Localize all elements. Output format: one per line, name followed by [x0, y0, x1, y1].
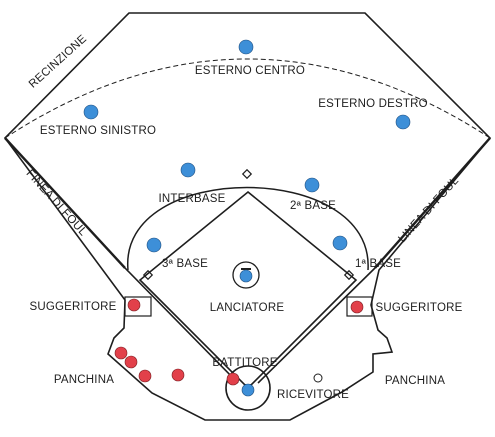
label-right-field: ESTERNO DESTRO: [318, 98, 428, 110]
fielder-center-field: [238, 39, 254, 55]
fielder-pitcher: [239, 269, 253, 283]
coach-left-dot: [127, 298, 141, 312]
first-base: [343, 269, 355, 281]
label-pitcher: LANCIATORE: [210, 302, 285, 314]
second-base: [241, 168, 253, 180]
outfield-fence-arc: [4, 58, 491, 139]
fielder-catcher: [241, 383, 255, 397]
pitcher-rubber: [241, 268, 251, 270]
foul-line-right-stroke: [257, 267, 376, 384]
infield-arc: [127, 186, 369, 271]
bench-player-2: [124, 355, 138, 369]
bench-player-1: [114, 346, 128, 360]
label-first-base: 1ª BASE: [355, 258, 401, 270]
label-shortstop: INTERBASE: [159, 193, 226, 205]
on-deck-marker: [313, 373, 323, 383]
label-bench-right: PANCHINA: [385, 375, 445, 387]
outfield-line-right: [374, 137, 491, 269]
fielder-right-field: [395, 114, 411, 130]
fielder-third-base: [146, 237, 162, 253]
coach-right-dot: [350, 300, 364, 314]
fielder-left-field: [83, 104, 99, 120]
label-second-base: 2ª BASE: [290, 200, 336, 212]
outfield-line-left: [4, 137, 126, 269]
label-foul-line-right: LINEA DI FOUL: [396, 175, 461, 246]
fielder-first-base: [332, 235, 348, 251]
bench-player-3: [138, 369, 152, 383]
label-center-field: ESTERNO CENTRO: [195, 65, 305, 77]
field-boundary: [3, 12, 492, 421]
pitcher-mound: [232, 261, 260, 289]
fielder-second-base: [304, 177, 320, 193]
label-batter: BATTITORE: [212, 357, 277, 369]
bench-player-4: [171, 368, 185, 382]
label-coach-right: SUGGERITORE: [376, 302, 463, 314]
foul-line-left-stroke: [124, 267, 239, 384]
fielder-shortstop: [180, 162, 196, 178]
label-left-field: ESTERNO SINISTRO: [40, 125, 156, 137]
label-bench-left: PANCHINA: [54, 374, 114, 386]
coach-box-left: [124, 296, 152, 317]
coach-box-right: [346, 296, 373, 317]
label-coach-left: SUGGERITORE: [30, 301, 117, 313]
batter-dot: [226, 372, 240, 386]
label-foul-line-left: FINEA DI FOUL: [24, 168, 90, 239]
label-catcher: RICEVITORE: [277, 389, 349, 401]
label-third-base: 3ª BASE: [162, 258, 208, 270]
third-base: [142, 269, 154, 281]
home-plate-circle: [225, 365, 271, 411]
